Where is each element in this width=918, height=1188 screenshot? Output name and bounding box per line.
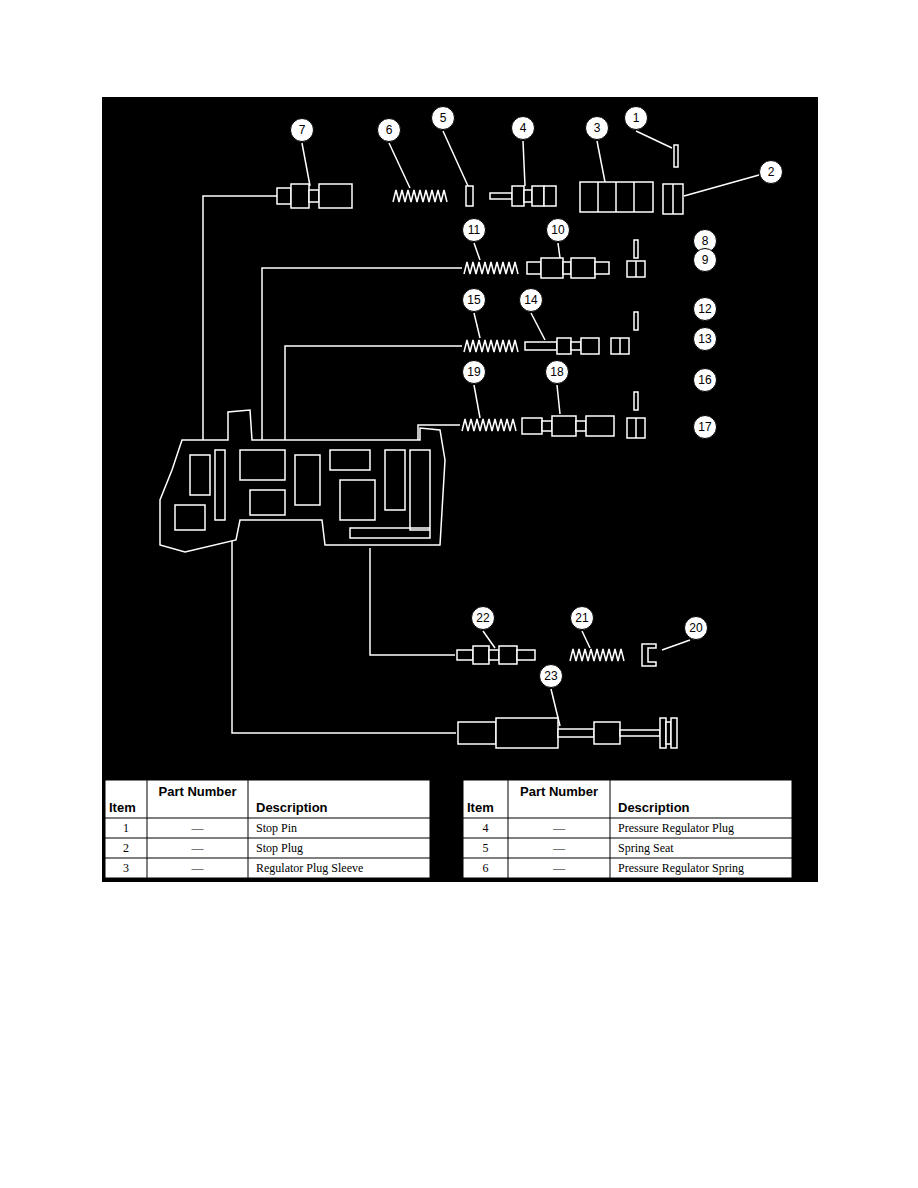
callout-number: 9 xyxy=(693,248,717,272)
table-cell: 3 xyxy=(105,860,147,876)
callout-number: 11 xyxy=(462,218,486,242)
callout-number: 10 xyxy=(546,218,570,242)
table-cell: — xyxy=(147,840,248,856)
callout-number: 15 xyxy=(462,288,486,312)
table-cell: 6 xyxy=(463,860,508,876)
callout-number: 22 xyxy=(471,606,495,630)
callout-number: 3 xyxy=(585,116,609,140)
callout-number: 23 xyxy=(539,664,563,688)
table-header: Part Number xyxy=(508,784,610,799)
table-cell: — xyxy=(508,820,610,836)
callout-number: 4 xyxy=(511,116,535,140)
table-header: Item xyxy=(467,800,506,815)
callout-number: 5 xyxy=(431,106,455,130)
callout-number: 13 xyxy=(693,327,717,351)
table-cell: Pressure Regulator Plug xyxy=(618,820,790,836)
callout-number: 21 xyxy=(570,606,594,630)
table-header: Description xyxy=(256,800,428,815)
table-header: Description xyxy=(618,800,790,815)
table-cell: Spring Seat xyxy=(618,840,790,856)
callout-number: 12 xyxy=(693,297,717,321)
callout-number: 20 xyxy=(684,616,708,640)
callout-number: 6 xyxy=(377,118,401,142)
table-cell: Regulator Plug Sleeve xyxy=(256,860,428,876)
table-cell: 2 xyxy=(105,840,147,856)
table-cell: Stop Pin xyxy=(256,820,428,836)
callout-number: 17 xyxy=(693,415,717,439)
table-cell: — xyxy=(508,860,610,876)
table-cell: — xyxy=(508,840,610,856)
callout-number: 1 xyxy=(624,106,648,130)
table-header: Part Number xyxy=(147,784,248,799)
table-cell: Stop Plug xyxy=(256,840,428,856)
table-header: Item xyxy=(109,800,145,815)
callout-number: 14 xyxy=(519,288,543,312)
callout-number: 18 xyxy=(545,360,569,384)
table-cell: — xyxy=(147,820,248,836)
table-cell: — xyxy=(147,860,248,876)
table-cell: Pressure Regulator Spring xyxy=(618,860,790,876)
callout-number: 16 xyxy=(693,368,717,392)
callout-number: 2 xyxy=(759,160,783,184)
table-cell: 4 xyxy=(463,820,508,836)
table-cell: 1 xyxy=(105,820,147,836)
callout-number: 19 xyxy=(462,360,486,384)
callout-number: 7 xyxy=(290,118,314,142)
table-cell: 5 xyxy=(463,840,508,856)
